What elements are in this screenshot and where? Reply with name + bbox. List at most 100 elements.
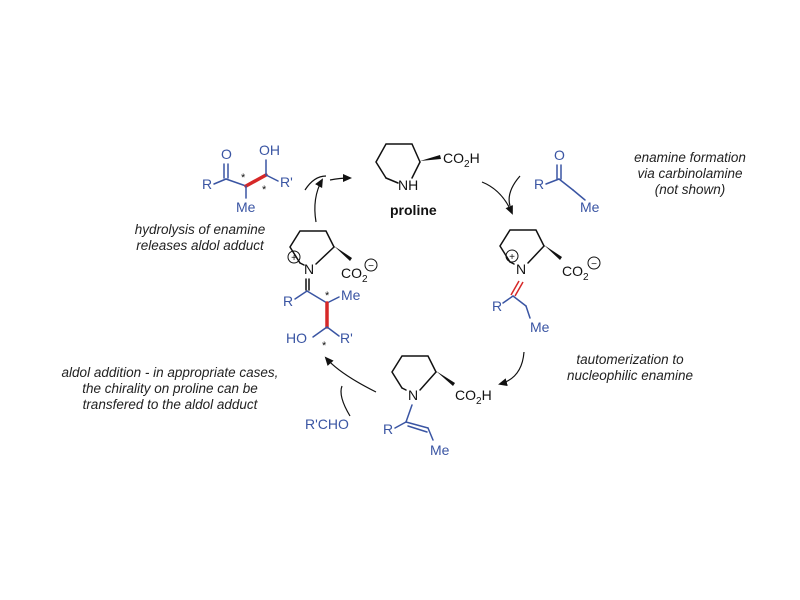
iminium-ring-bonds xyxy=(499,229,545,263)
iminium-wedge-bond xyxy=(544,245,562,260)
arrow-adduct-to-product xyxy=(314,178,323,223)
proline-name: proline xyxy=(390,202,437,218)
adduct-wedge-bond xyxy=(334,246,352,261)
proline-acid-label: CO2H xyxy=(443,150,480,170)
iminium-carboxylate: CO2 xyxy=(562,263,589,283)
note-tautomerization-line1: tautomerization to xyxy=(576,352,684,367)
adduct-ho: HO xyxy=(286,330,307,346)
product-me: Me xyxy=(236,199,256,215)
iminium-structure: N + CO2 − R Me xyxy=(492,229,601,335)
adduct-ring-bond-nc xyxy=(299,262,305,266)
iminium-me: Me xyxy=(530,319,550,335)
enamine-cc-double-bond-a xyxy=(405,421,429,429)
enamine-structure: N CO2H R Me xyxy=(383,355,492,458)
proline-wedge-bond xyxy=(420,155,441,161)
note-aldol-addition: aldol addition - in appropriate cases, t… xyxy=(62,365,279,412)
aldol-product-structure: O R * * OH R' Me xyxy=(202,142,293,215)
ketone-r-bond xyxy=(545,178,560,185)
product-c-c-bond xyxy=(225,178,247,187)
arrow-product-outgoing-a xyxy=(304,175,327,191)
iminium-ch3-bond xyxy=(525,305,531,319)
arrow-aldehyde-incoming xyxy=(340,385,351,417)
iminium-n: N xyxy=(516,261,526,277)
product-stereocenter-1: * xyxy=(241,172,246,184)
adduct-r: R xyxy=(283,293,293,309)
note-aldol-addition-line1: aldol addition - in appropriate cases, xyxy=(62,365,279,380)
aldehyde-reagent: R'CHO xyxy=(305,416,349,432)
adduct-minus-sign: − xyxy=(368,261,374,272)
enamine-r: R xyxy=(383,421,393,437)
proline-ring-bonds xyxy=(375,143,421,179)
adduct-ring-bonds xyxy=(289,230,335,264)
note-enamine-formation-line3: (not shown) xyxy=(655,182,726,197)
arrow-ketone-incoming xyxy=(508,175,521,207)
adduct-me-bond xyxy=(326,296,340,304)
proline-nh-label: NH xyxy=(398,177,418,193)
ketone-r: R xyxy=(534,176,544,192)
enamine-ring-bond-cn xyxy=(419,371,437,391)
product-r-bond xyxy=(213,178,227,185)
enamine-n: N xyxy=(408,387,418,403)
arrow-iminium-to-enamine xyxy=(498,351,525,387)
product-rp: R' xyxy=(280,174,293,190)
iminium-r: R xyxy=(492,298,502,314)
note-hydrolysis-line2: releases aldol adduct xyxy=(136,238,265,253)
adduct-plus-charge xyxy=(287,250,301,264)
iminium-ch2-bond xyxy=(512,295,527,307)
product-oxygen: O xyxy=(221,146,232,162)
product-new-cc-bond xyxy=(244,173,268,188)
adduct-stereocenter-1: * xyxy=(325,290,330,302)
product-oh: OH xyxy=(259,142,280,158)
enamine-acid: CO2H xyxy=(455,387,492,407)
note-tautomerization-line2: nucleophilic enamine xyxy=(567,368,693,383)
note-aldol-addition-line2: the chirality on proline can be xyxy=(82,381,258,396)
enamine-ch3-bond xyxy=(427,427,434,441)
note-enamine-formation: enamine formation via carbinolamine (not… xyxy=(634,150,746,197)
adduct-minus-charge xyxy=(364,258,378,272)
ketone-oxygen: O xyxy=(554,147,565,163)
product-stereocenter-2: * xyxy=(262,184,267,196)
arrow-proline-to-iminium xyxy=(481,181,513,215)
adduct-c-c-bond xyxy=(306,290,328,304)
ketone-ch2-bond xyxy=(558,178,574,191)
product-rp-bond xyxy=(265,174,279,182)
iminium-minus-sign: − xyxy=(591,259,597,270)
iminium-plus-sign: + xyxy=(509,252,515,263)
adduct-rp-bond xyxy=(326,326,340,337)
note-hydrolysis: hydrolysis of enamine releases aldol add… xyxy=(135,222,266,253)
note-aldol-addition-line3: transfered to the aldol adduct xyxy=(83,397,259,412)
proline-ring-bond-nc xyxy=(385,177,399,184)
enamine-cc-double-bond-b xyxy=(407,425,428,433)
arrow-enamine-to-adduct xyxy=(324,356,377,393)
adduct-plus-sign: + xyxy=(291,253,297,264)
iminium-ring-bond-cn xyxy=(527,245,545,264)
ketone-ch3-bond xyxy=(572,189,586,201)
adduct-r-bond xyxy=(294,290,308,300)
note-tautomerization: tautomerization to nucleophilic enamine xyxy=(567,352,693,383)
enamine-wedge-bond xyxy=(436,371,455,386)
note-enamine-formation-line1: enamine formation xyxy=(634,150,746,165)
adduct-stereocenter-2: * xyxy=(322,340,327,352)
iminium-plus-charge xyxy=(505,249,519,263)
adduct-n: N xyxy=(304,261,314,277)
iminium-minus-charge xyxy=(587,256,601,270)
adduct-iminium-structure: N + CO2 − R Me * HO R' * xyxy=(283,230,378,352)
enamine-n-c-bond xyxy=(405,404,413,423)
note-hydrolysis-line1: hydrolysis of enamine xyxy=(135,222,266,237)
adduct-carboxylate: CO2 xyxy=(341,265,368,285)
adduct-me: Me xyxy=(341,287,361,303)
enamine-me: Me xyxy=(430,442,450,458)
iminium-r-bond xyxy=(502,295,514,304)
ketone-me: Me xyxy=(580,199,600,215)
ketone-structure: O R Me xyxy=(534,147,600,215)
enamine-r-bond xyxy=(394,421,407,429)
proline-structure: CO2H NH proline xyxy=(375,143,480,218)
iminium-cn-double-bond-a xyxy=(510,280,520,296)
iminium-cn-double-bond-b xyxy=(514,281,524,297)
enamine-ring-bonds xyxy=(391,355,437,389)
adduct-ring-bond-cn xyxy=(315,246,335,265)
product-r: R xyxy=(202,176,212,192)
proline-ring-bond-cn xyxy=(411,161,421,179)
